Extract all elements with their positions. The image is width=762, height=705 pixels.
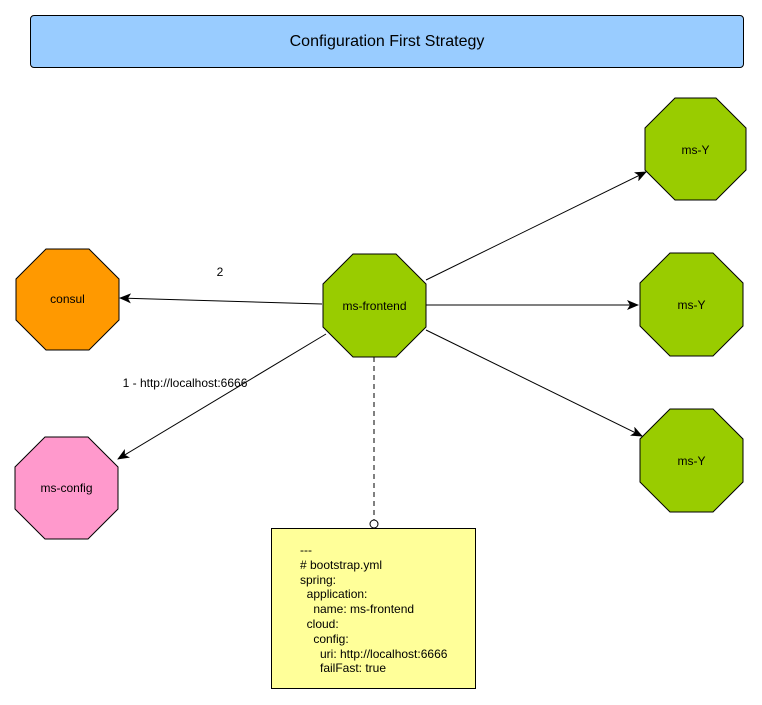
octagon-shape [322, 253, 427, 358]
note-line: uri: http://localhost:6666 [300, 646, 448, 661]
note-line: name: ms-frontend [300, 602, 415, 617]
edge-frontend-to-config [117, 333, 327, 460]
node-label: consul [50, 292, 85, 306]
bootstrap-note: --- # bootstrap.yml spring: application:… [271, 528, 476, 689]
note-line: spring: [300, 572, 337, 587]
node-label: ms-Y [678, 454, 706, 468]
edge-frontend-to-y1 [425, 171, 647, 281]
node-ms-frontend[interactable]: ms-frontend [322, 253, 427, 358]
note-line: application: [300, 587, 368, 602]
note-line: cloud: [300, 616, 339, 631]
diagram-title-text: Configuration First Strategy [289, 32, 485, 50]
octagon-shape [15, 248, 120, 351]
node-ms-y-bottom[interactable]: ms-Y [639, 408, 744, 513]
note-anchor-circle [369, 519, 379, 529]
octagon-shape [644, 97, 747, 201]
node-ms-config[interactable]: ms-config [14, 436, 119, 540]
octagon-shape [639, 252, 744, 357]
note-line: # bootstrap.yml [300, 557, 383, 572]
node-label: ms-Y [678, 298, 706, 312]
edge-label-config: 1 - http://localhost:6666 [123, 376, 248, 390]
edge-frontend-to-y3 [425, 329, 643, 437]
note-line: --- [300, 543, 312, 557]
octagon-shape [14, 436, 119, 540]
diagram-title: Configuration First Strategy [30, 15, 744, 68]
octagon-shape [639, 408, 744, 513]
node-label: ms-frontend [342, 299, 406, 313]
node-label: ms-Y [682, 143, 710, 157]
node-label: ms-config [40, 481, 92, 495]
edge-label-consul: 2 [217, 265, 224, 279]
node-consul[interactable]: consul [15, 248, 120, 351]
note-line: failFast: true [300, 661, 387, 676]
edge-frontend-to-consul [119, 293, 323, 305]
node-ms-y-middle[interactable]: ms-Y [639, 252, 744, 357]
node-ms-y-top[interactable]: ms-Y [644, 97, 747, 201]
note-line: config: [300, 631, 349, 646]
